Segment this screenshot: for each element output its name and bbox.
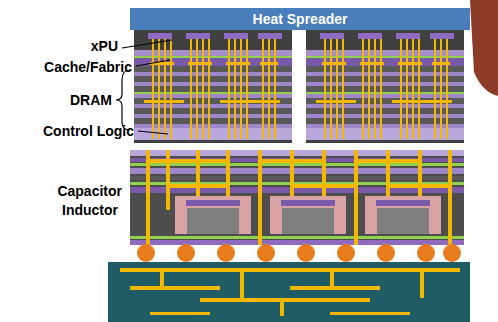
package-substrate (330, 312, 410, 315)
package-substrate (108, 262, 470, 322)
package-substrate (290, 286, 380, 290)
package-substrate (160, 268, 164, 288)
interposer (377, 208, 429, 234)
interposer (130, 158, 464, 162)
interposer (258, 159, 326, 163)
solder-bumps (137, 244, 155, 262)
interposer (226, 150, 230, 196)
die-stack (134, 30, 464, 143)
interposer (130, 168, 464, 174)
package-substrate (240, 268, 244, 298)
part-label: DRAM (70, 92, 112, 108)
interposer (290, 150, 294, 196)
solder-bumps (443, 244, 461, 262)
package-substrate (120, 268, 460, 316)
solder-bumps (257, 244, 275, 262)
interposer (146, 159, 230, 163)
part-label: Capacitor (57, 183, 122, 199)
interposer (290, 184, 354, 188)
interposer (376, 200, 430, 206)
package-substrate (130, 286, 220, 290)
interposer (322, 150, 326, 196)
part-label: Cache/Fabric (44, 59, 132, 75)
interposer (187, 208, 239, 234)
die-stack (306, 30, 464, 143)
package-substrate (330, 268, 334, 288)
interposer (281, 200, 335, 206)
interposer (130, 236, 464, 239)
solder-bumps (137, 244, 461, 262)
interposer (386, 184, 452, 188)
interposer (354, 159, 422, 163)
interposer (175, 196, 251, 234)
package-substrate (280, 298, 284, 316)
package-substrate (150, 312, 210, 315)
interposer (365, 196, 441, 234)
interposer (130, 150, 464, 245)
interposer (146, 150, 452, 245)
package-substrate (420, 268, 424, 298)
leader-lines (136, 60, 170, 66)
interposer (130, 240, 464, 245)
solder-bumps (377, 244, 395, 262)
leader-lines (116, 40, 172, 134)
interposer (130, 150, 464, 156)
interposer (270, 196, 346, 234)
interposer (448, 150, 452, 245)
background-shape (470, 0, 498, 96)
solder-bumps (337, 244, 355, 262)
part-label: Inductor (62, 202, 118, 218)
solder-bumps (177, 244, 195, 262)
interposer (418, 150, 422, 196)
leader-lines (138, 131, 168, 134)
band-label: Heat Spreader (253, 11, 348, 27)
package-substrate (200, 298, 370, 302)
solder-bumps (297, 244, 315, 262)
heat-spreader-band: Heat Spreader (130, 8, 470, 30)
package-substrate (108, 262, 470, 322)
interposer (282, 208, 334, 234)
die-stack (134, 30, 292, 143)
package-substrate (120, 268, 460, 272)
leader-lines (122, 40, 172, 48)
interposer (258, 150, 262, 245)
part-label: Control Logic (43, 123, 134, 139)
interposer (386, 150, 390, 196)
interposer (130, 163, 464, 166)
dram-brace (116, 70, 130, 130)
interposer (196, 150, 200, 196)
interposer (354, 150, 358, 245)
interposer (130, 150, 464, 245)
solder-bumps (417, 244, 435, 262)
solder-bumps (217, 244, 235, 262)
interposer (130, 176, 464, 180)
interposer (166, 184, 230, 188)
part-label: xPU (91, 38, 118, 54)
interposer (146, 150, 150, 245)
interposer (186, 200, 240, 206)
